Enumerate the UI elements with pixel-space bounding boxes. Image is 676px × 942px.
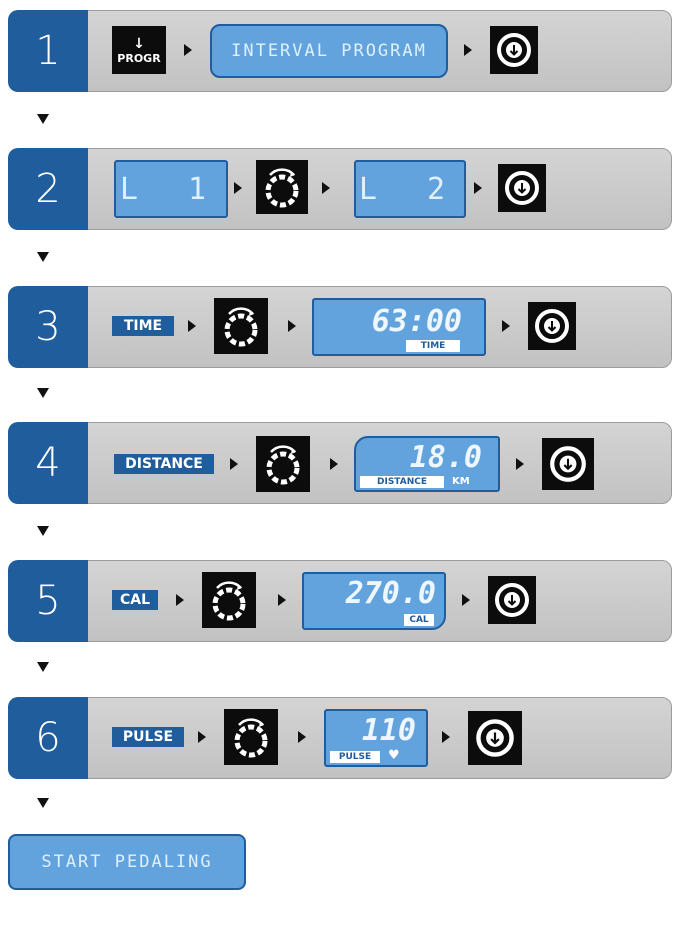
arrow-right-icon [198,731,206,743]
pulse-value: 110 [361,713,416,748]
arrow-down-icon [37,114,49,124]
confirm-button-icon[interactable] [528,302,576,350]
arrow-right-icon [234,182,242,194]
confirm-button-icon[interactable] [490,26,538,74]
progr-label: PROGR [117,51,161,65]
step-number: 1 [8,10,88,92]
start-pedaling-text: START PEDALING [41,852,213,872]
arrow-right-icon [464,44,472,56]
display-text: L 2 [358,171,462,207]
arrow-down-icon [37,798,49,808]
arrow-right-icon [330,458,338,470]
time-label: TIME [112,316,174,336]
display-text: INTERVAL PROGRAM [231,41,427,61]
step-6: 6 PULSE 110 PULSE ♥ [8,697,672,779]
arrow-down-icon [37,252,49,262]
step-number: 4 [8,422,88,504]
arrow-down-icon [37,526,49,536]
distance-display: 18.0 DISTANCE KM [354,436,500,492]
cal-label: CAL [112,590,158,610]
arrow-right-icon [322,182,330,194]
unit-label: KM [452,476,470,487]
arrow-right-icon [184,44,192,56]
calories-value: 270.0 [345,576,436,611]
interval-program-display: INTERVAL PROGRAM [210,24,448,78]
calories-tag: CAL [404,614,434,626]
confirm-button-icon[interactable] [488,576,536,624]
confirm-button-icon[interactable] [498,164,546,212]
level-display-a: L 1 [114,160,228,218]
progr-button[interactable]: ↓ PROGR [112,26,166,74]
rotary-dial-icon[interactable] [214,298,268,354]
distance-tag: DISTANCE [360,476,444,488]
arrow-right-icon [516,458,524,470]
pulse-display: 110 PULSE ♥ [324,709,428,767]
arrow-right-icon [474,182,482,194]
rotary-dial-icon[interactable] [256,436,310,492]
display-text: L 1 [119,171,223,207]
arrow-right-icon [442,731,450,743]
rotary-dial-icon[interactable] [202,572,256,628]
arrow-right-icon [298,731,306,743]
step-4: 4 DISTANCE 18.0 DISTANCE KM [8,422,672,504]
step-3: 3 TIME 63:00 TIME [8,286,672,368]
step-5: 5 CAL 270.0 CAL [8,560,672,642]
arrow-right-icon [176,594,184,606]
arrow-right-icon [502,320,510,332]
confirm-button-icon[interactable] [542,438,594,490]
step-number: 3 [8,286,88,368]
step-number: 5 [8,560,88,642]
arrow-right-icon [188,320,196,332]
rotary-dial-icon[interactable] [256,160,308,214]
step-1: 1 ↓ PROGR INTERVAL PROGRAM [8,10,672,92]
distance-label: DISTANCE [114,454,214,474]
time-display: 63:00 TIME [312,298,486,356]
arrow-right-icon [278,594,286,606]
start-pedaling-display: START PEDALING [8,834,246,890]
heart-icon: ♥ [388,748,400,763]
arrow-down-icon [37,388,49,398]
arrow-right-icon [230,458,238,470]
down-arrow-icon: ↓ [133,35,145,52]
calories-display: 270.0 CAL [302,572,446,630]
arrow-right-icon [288,320,296,332]
time-value: 63:00 [371,304,462,339]
pulse-tag: PULSE [330,751,380,763]
step-number: 2 [8,148,88,230]
step-2: 2 L 1 L 2 [8,148,672,230]
step-number: 6 [8,697,88,779]
confirm-button-icon[interactable] [468,711,522,765]
distance-value: 18.0 [409,440,482,475]
level-display-b: L 2 [354,160,466,218]
arrow-down-icon [37,662,49,672]
pulse-label: PULSE [112,727,184,747]
time-tag: TIME [406,340,460,352]
rotary-dial-icon[interactable] [224,709,278,765]
arrow-right-icon [462,594,470,606]
